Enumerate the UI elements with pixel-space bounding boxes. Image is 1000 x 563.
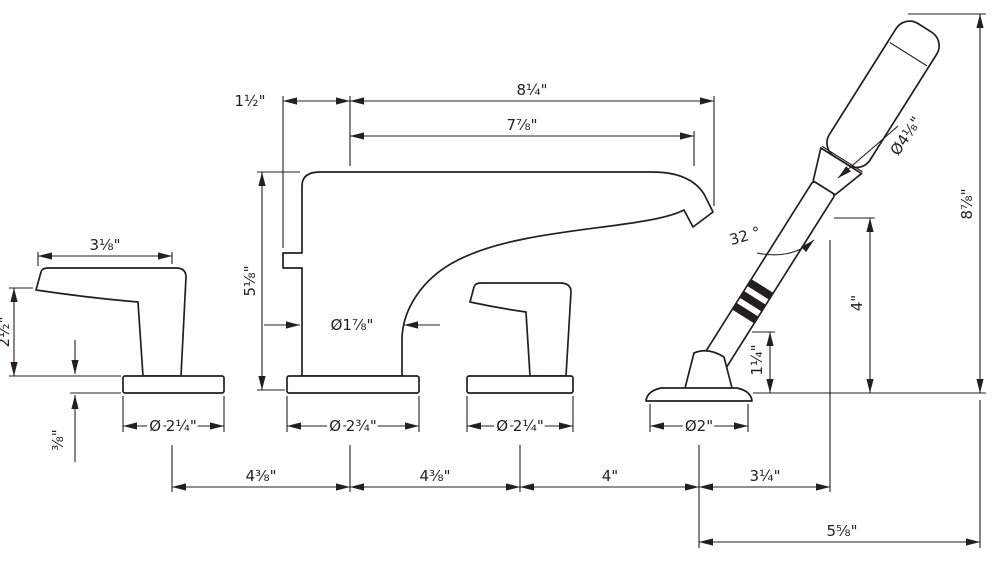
- grip-band: [739, 290, 766, 312]
- dims-spacing-chain: 4⅜" 4⅜" 4" 3¼" 5⅝": [171, 240, 981, 548]
- dim-handshower-height-total: 8⅞": [958, 189, 976, 220]
- right-handle-escutcheon: [466, 375, 574, 394]
- dim-spout-reach: 8¼": [517, 81, 548, 99]
- dim-left-handle-base-height: ⅜": [49, 429, 67, 450]
- dim-spacing-2: 4⅜": [420, 467, 451, 485]
- dim-spacing-4: 3¼": [750, 467, 781, 485]
- dim-spacing-1: 4⅜": [246, 467, 277, 485]
- handshower-taper: [812, 147, 863, 196]
- dim-left-handle-base-dia: Ø 2¼": [149, 417, 197, 435]
- dim-handshower-base-dia: Ø2": [685, 417, 713, 435]
- dim-right-handle-base-dia: Ø 2¼": [496, 417, 544, 435]
- spout-outline: [282, 171, 714, 377]
- dims-right-handle: Ø 2¼": [466, 396, 574, 438]
- dim-spout-offset: 1½": [235, 92, 266, 110]
- left-handle-escutcheon: [122, 375, 225, 394]
- right-handle-outline: [469, 282, 572, 377]
- dim-spout-base-dia: Ø 2¾": [329, 417, 377, 435]
- dims-left-handle: 3⅛" 2½" ⅜" Ø 2¼": [0, 236, 225, 462]
- dim-left-handle-height: 2½": [0, 317, 13, 348]
- spout-escutcheon: [286, 375, 420, 394]
- dim-spout-height: 5⅛": [241, 266, 259, 297]
- handshower-head: [826, 20, 940, 169]
- dim-spacing-3: 4": [602, 467, 618, 485]
- handshower-grip: [701, 181, 835, 373]
- handshower-joint-line: [821, 145, 863, 173]
- dim-handshower-angle: 32 °: [727, 223, 762, 249]
- dim-left-handle-width: 3⅛": [90, 236, 121, 254]
- dim-spout-column-dia: Ø1⅞": [331, 316, 374, 334]
- dim-handshower-grip-height: 1¼": [748, 345, 766, 376]
- left-handle-outline: [35, 267, 187, 377]
- dims-spout: 1½" 8¼" 7⅞" 5⅛" Ø1⅞" Ø 2¾": [235, 81, 715, 438]
- dim-handshower-height-pivot: 4": [848, 295, 866, 311]
- grip-band: [732, 302, 759, 324]
- handshower-holder-cup: [683, 349, 734, 393]
- dim-spacing-overall: 5⅝": [827, 522, 858, 540]
- handshower-wand: [701, 20, 940, 373]
- handshower-base: [645, 387, 753, 402]
- handshower-face-line: [889, 41, 928, 67]
- grip-band: [747, 279, 774, 300]
- dim-spout-reach-inner: 7⅞": [507, 116, 538, 134]
